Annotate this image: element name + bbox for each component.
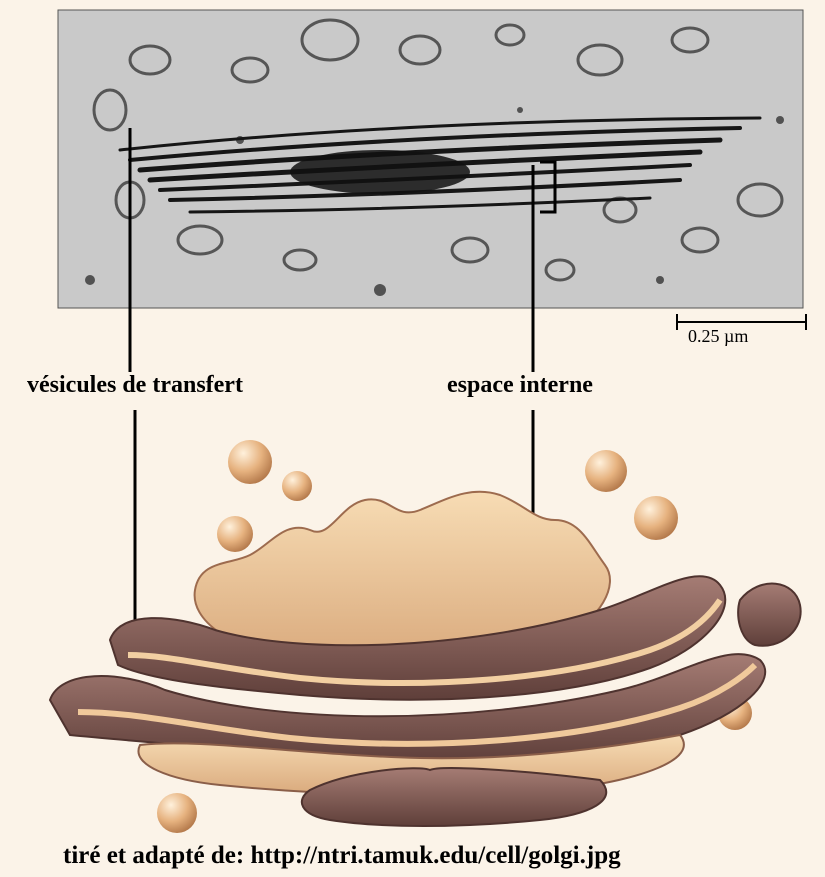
label-internal-space: espace interne (447, 372, 593, 399)
source-caption: tiré et adapté de: http://ntri.tamuk.edu… (63, 842, 621, 870)
label-transfer-vesicles: vésicules de transfert (27, 372, 243, 399)
scale-bar-label: 0.25 µm (688, 326, 748, 347)
golgi-illustration (50, 440, 801, 833)
electron-micrograph (58, 10, 803, 308)
